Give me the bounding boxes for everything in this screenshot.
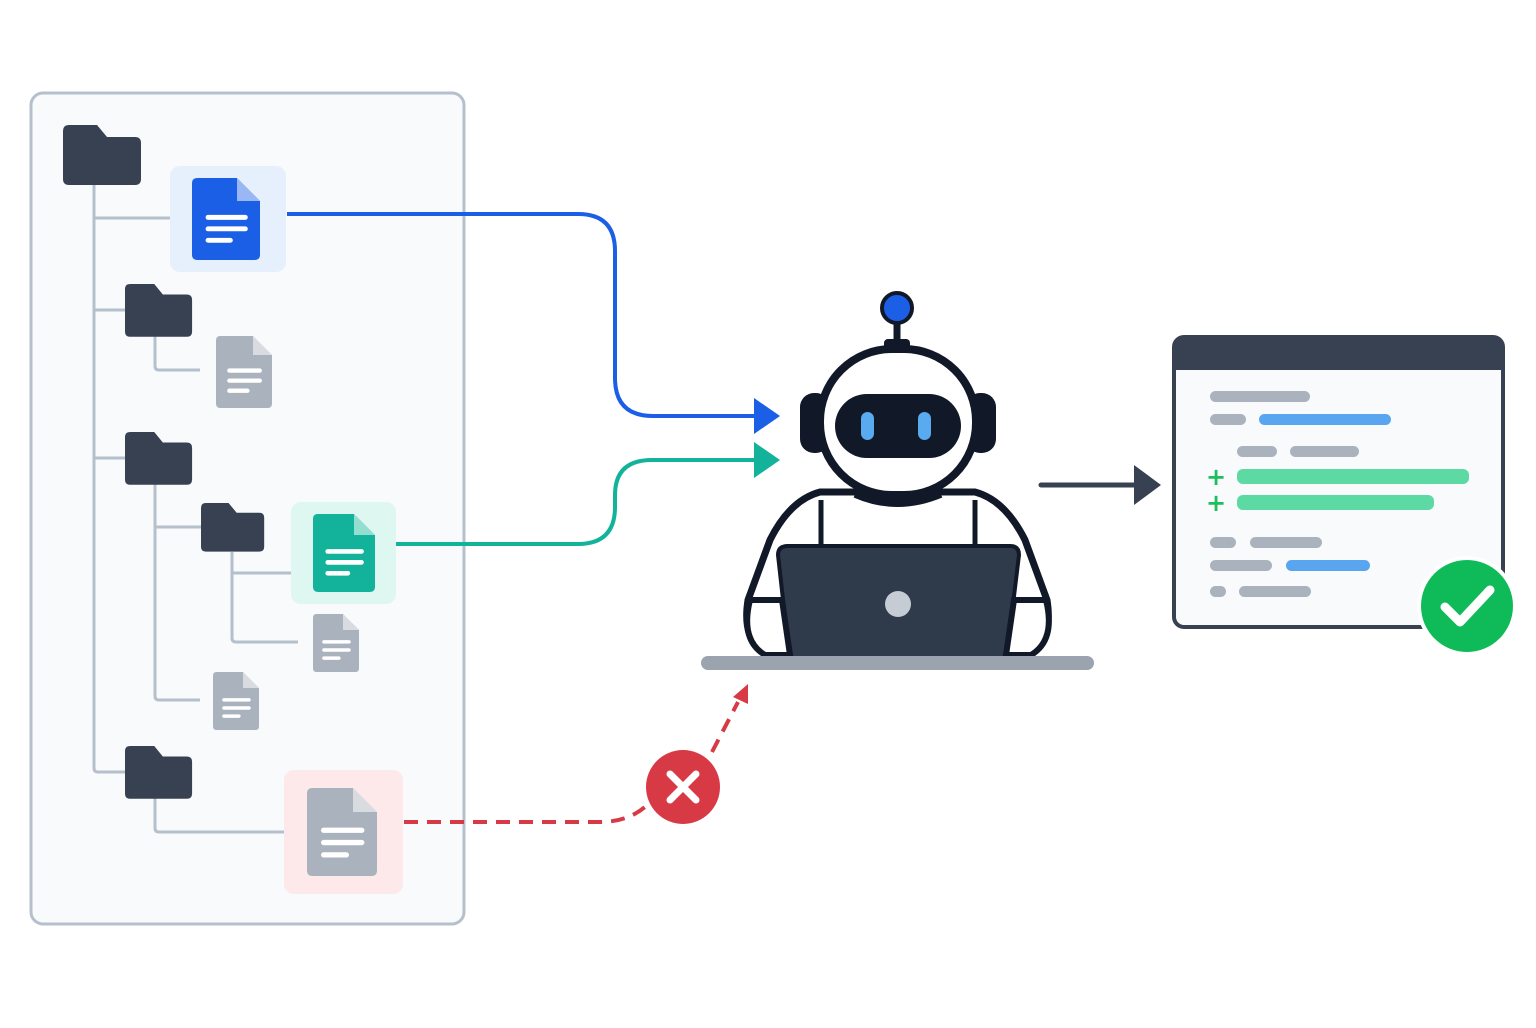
- document-icon[interactable]: [192, 178, 260, 260]
- document-icon[interactable]: [216, 336, 272, 408]
- output-arrow: [1038, 465, 1161, 505]
- robot-eye: [918, 412, 931, 440]
- x-mark-icon: [646, 750, 720, 824]
- check-mark-icon: [1417, 556, 1517, 656]
- window-titlebar: [1174, 337, 1503, 370]
- document-icon[interactable]: [313, 514, 375, 592]
- antenna-light: [880, 291, 914, 325]
- document-icon[interactable]: [213, 672, 259, 730]
- context-arrow-teal: [396, 442, 780, 546]
- context-arrow-blue: [287, 212, 780, 434]
- plus-icon: +: [1206, 489, 1226, 517]
- robot-eye: [861, 412, 874, 440]
- code-lines: [1210, 391, 1469, 597]
- robot-visor: [835, 394, 961, 458]
- tree-connectors: [92, 184, 298, 834]
- file-tree-panel: [29, 91, 466, 926]
- plus-icon: +: [1206, 463, 1226, 491]
- document-icon[interactable]: [307, 788, 377, 876]
- robot-icon: [701, 291, 1094, 670]
- laptop-icon: [775, 544, 1022, 664]
- code-diff-window: + +: [1172, 335, 1505, 629]
- document-icon[interactable]: [313, 614, 359, 672]
- rejected-context-arrow: [404, 684, 748, 824]
